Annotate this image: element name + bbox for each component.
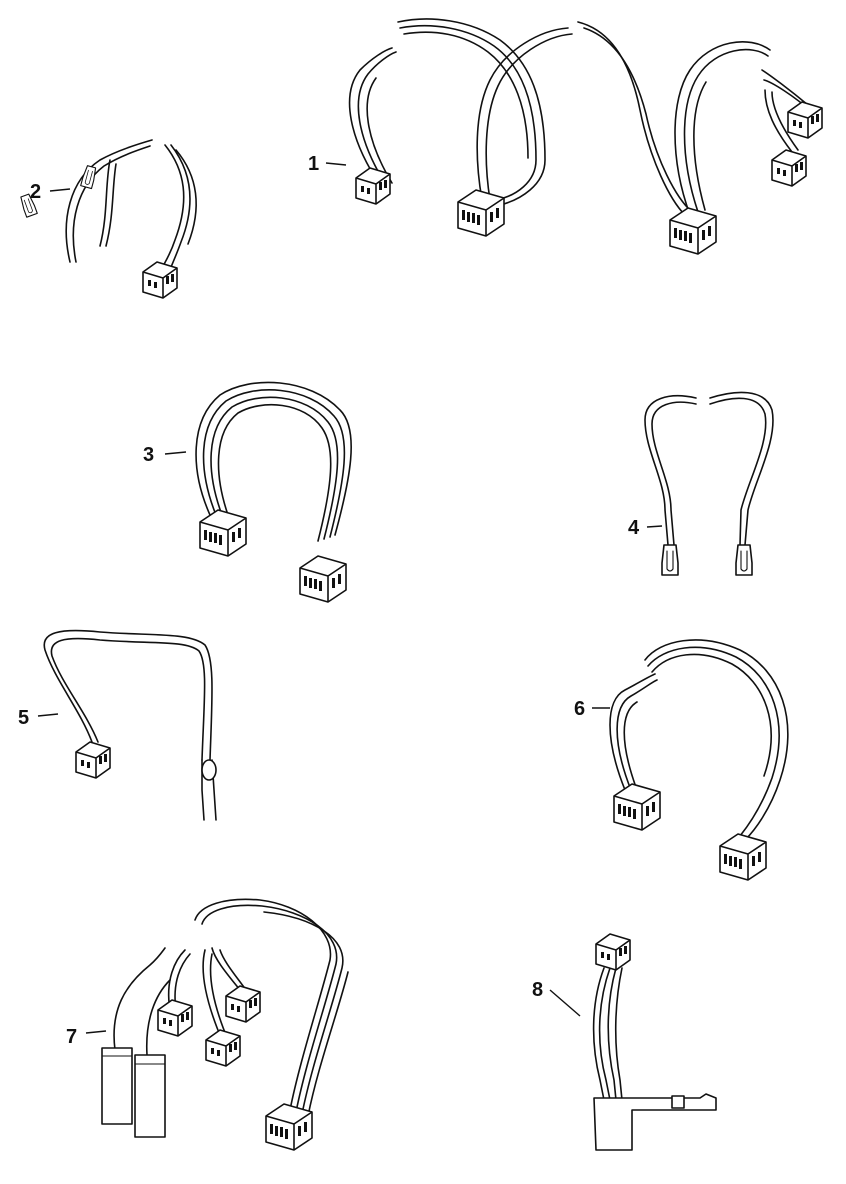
callout-7: 7 xyxy=(66,1026,77,1048)
harness-item-6 xyxy=(610,640,788,880)
harness-item-7 xyxy=(102,899,348,1150)
leader-line-1 xyxy=(326,163,346,165)
leader-line-2 xyxy=(50,189,70,191)
callout-2: 2 xyxy=(30,181,41,203)
callout-4: 4 xyxy=(628,517,640,539)
harness-item-2 xyxy=(20,140,197,298)
leader-line-5 xyxy=(38,714,58,716)
harness-item-8 xyxy=(594,934,716,1150)
callout-6: 6 xyxy=(574,698,585,720)
leader-line-8 xyxy=(550,990,580,1016)
leader-line-4 xyxy=(647,526,662,527)
callout-1: 1 xyxy=(308,153,319,175)
harness-item-1 xyxy=(350,19,822,254)
harness-item-5 xyxy=(44,631,216,820)
leader-line-3 xyxy=(165,452,186,454)
callout-5: 5 xyxy=(18,707,29,729)
harness-item-4 xyxy=(645,392,773,575)
harness-item-3 xyxy=(196,382,351,602)
callout-3: 3 xyxy=(143,444,154,466)
leader-line-7 xyxy=(86,1031,106,1033)
callout-8: 8 xyxy=(532,979,543,1001)
